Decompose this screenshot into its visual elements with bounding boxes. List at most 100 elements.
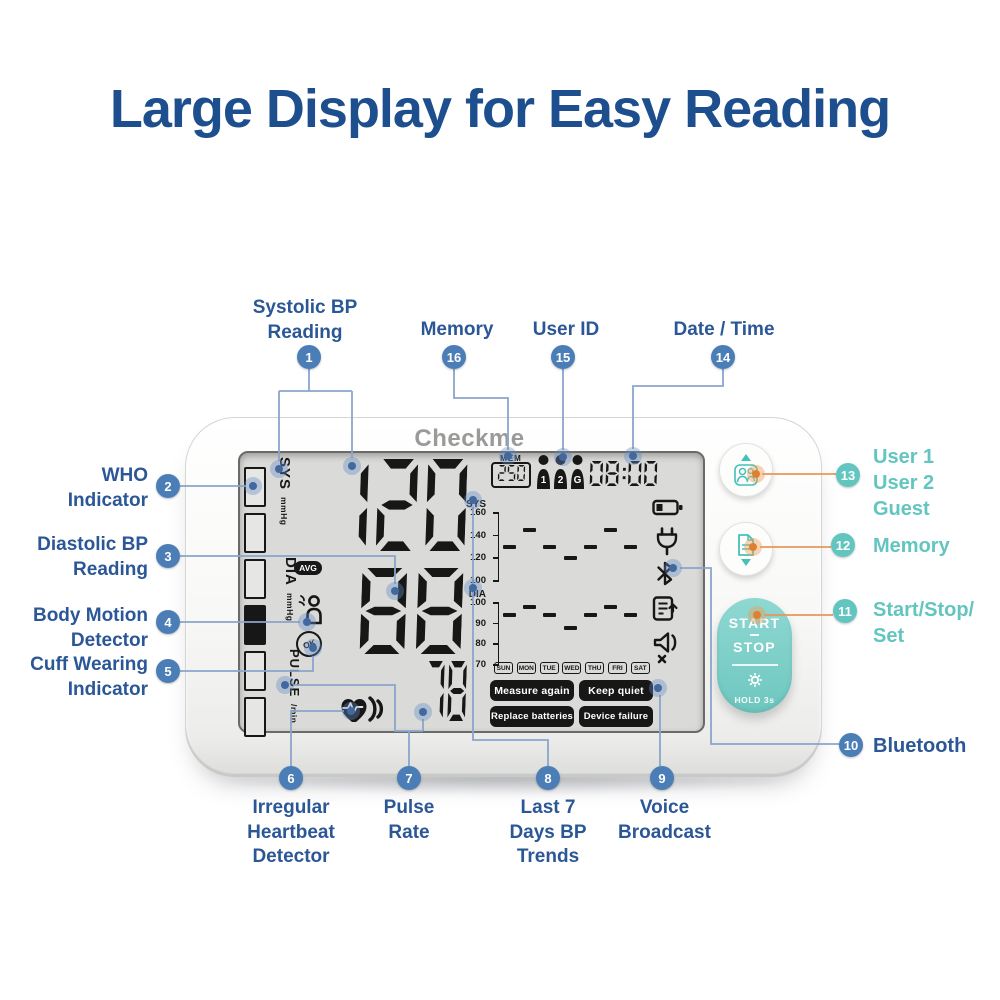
who-bar — [244, 651, 266, 691]
callout-label-users: User 1 User 2 Guest — [873, 446, 935, 520]
callout-label-systolic: Systolic BP Reading — [252, 297, 358, 343]
mem-value — [497, 464, 525, 486]
trend-dash — [563, 625, 577, 630]
axis-tick-label: 120 — [470, 552, 486, 564]
avg-badge: AVG — [294, 561, 322, 575]
axis-tick-mark — [493, 602, 499, 604]
gear-icon — [747, 672, 762, 687]
dot-who-indicator — [244, 477, 262, 495]
day-box: WED — [562, 662, 582, 674]
callout-label-date-time: Date / Time — [673, 319, 775, 340]
trend-dash — [624, 545, 638, 549]
callout-label-user-id: User ID — [532, 319, 600, 340]
dot-trends-sys — [464, 491, 482, 509]
hold-label: HOLD 3s — [734, 694, 775, 705]
chart-dia-axis: 100 90 80 70 — [460, 597, 486, 670]
who-bar — [244, 513, 266, 553]
trend-dash — [583, 545, 597, 549]
trend-dash — [543, 545, 557, 549]
dot-user-button — [747, 465, 765, 483]
callout-badge-6: 6 — [279, 766, 303, 790]
axis-tick-label: 70 — [475, 659, 486, 670]
dot-pulse-value — [414, 703, 432, 721]
axis-tick-mark — [493, 512, 499, 514]
callout-label-voice: Voice Broadcast — [618, 797, 711, 843]
memo-export-icon — [652, 596, 678, 621]
who-indicator — [244, 467, 266, 737]
axis-tick-mark — [493, 580, 499, 582]
axis-tick-mark — [493, 622, 499, 625]
day-box: THU — [585, 662, 605, 674]
chart-sys-plot — [493, 512, 641, 582]
day-box: SUN — [494, 662, 513, 674]
dot-body-motion — [298, 613, 316, 631]
battery-icon — [652, 499, 683, 516]
stop-label: STOP — [733, 639, 776, 655]
user-select-button[interactable] — [719, 443, 773, 497]
callout-label-cuff: Cuff Wearing Indicator — [30, 654, 148, 700]
callout-label-diastolic: Diastolic BP Reading — [37, 534, 148, 580]
time-display — [589, 461, 658, 491]
callout-badge-16: 16 — [442, 345, 466, 369]
trend-dash — [522, 528, 536, 532]
callout-badge-15: 15 — [551, 345, 575, 369]
trend-dash — [522, 605, 536, 610]
power-plug-icon — [656, 527, 678, 556]
callout-label-memory-right: Memory — [873, 535, 950, 557]
axis-tick-mark — [493, 643, 499, 645]
day-box: MON — [516, 662, 536, 674]
dot-heartbeat — [342, 702, 360, 720]
callout-badge-11: 11 — [833, 599, 857, 623]
body-motion-icon — [298, 595, 322, 625]
callout-badge-1: 1 — [297, 345, 321, 369]
callout-label-heartbeat: Irregular Heartbeat Detector — [247, 797, 335, 868]
dot-user-id — [554, 448, 572, 466]
callout-badge-4: 4 — [156, 610, 180, 634]
axis-tick-label: 90 — [475, 617, 486, 629]
callout-badge-3: 3 — [156, 544, 180, 568]
axis-tick-label: 80 — [475, 638, 486, 650]
voice-muted-icon — [653, 632, 677, 664]
callout-badge-10: 10 — [839, 733, 863, 757]
trend-dash — [624, 613, 638, 618]
svg-text:1: 1 — [541, 475, 547, 486]
axis-tick-label: 100 — [470, 597, 486, 608]
memory-button[interactable] — [719, 522, 773, 576]
message-replace-batteries: Replace batteries — [490, 706, 574, 727]
dot-start-button — [748, 606, 766, 624]
message-measure-again: Measure again — [490, 680, 574, 701]
chart-dia-plot — [493, 602, 641, 666]
dot-cuff-indicator — [304, 639, 322, 657]
dot-bluetooth — [664, 559, 682, 577]
who-bar-active — [244, 605, 266, 645]
trend-dash — [502, 613, 516, 618]
bluetooth-icon — [657, 561, 673, 586]
who-bar — [244, 697, 266, 737]
svg-text:G: G — [574, 475, 582, 486]
message-keep-quiet: Keep quiet — [579, 680, 653, 701]
axis-tick-mark — [493, 534, 499, 537]
who-bar — [244, 559, 266, 599]
axis-tick-mark — [493, 557, 499, 559]
svg-text:2: 2 — [558, 475, 564, 486]
callout-label-start-stop: Start/Stop/ Set — [873, 599, 975, 647]
callout-label-pulse: Pulse Rate — [383, 797, 435, 843]
callout-badge-5: 5 — [156, 659, 180, 683]
axis-tick-label: 140 — [470, 529, 486, 541]
day-box: FRI — [607, 662, 627, 674]
start-stop-divider-dash — [750, 634, 759, 636]
button-divider — [731, 664, 778, 666]
diastolic-reading — [359, 568, 464, 659]
dot-trends-dia — [464, 579, 482, 597]
callout-badge-12: 12 — [831, 533, 855, 557]
up-arrow-icon — [741, 453, 751, 461]
callout-label-trends: Last 7 Days BP Trends — [509, 797, 587, 868]
weekday-row: SUN MON TUE WED THU FRI SAT — [494, 662, 650, 674]
dot-systolic-value — [343, 457, 361, 475]
chart-sys-name: SYS — [465, 499, 486, 510]
callout-badge-2: 2 — [156, 474, 180, 498]
trend-dash — [543, 613, 557, 618]
dot-memory-button — [744, 538, 762, 556]
